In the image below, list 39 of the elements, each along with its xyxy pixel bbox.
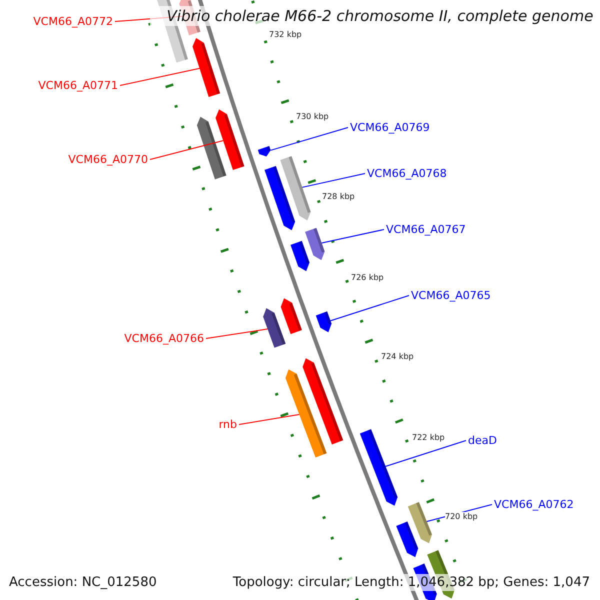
gene-feature — [258, 146, 271, 156]
leader-line — [330, 295, 410, 322]
gene-label: VCM66_A0765 — [411, 289, 491, 302]
scale-label: 722 kbp — [412, 433, 445, 443]
scale-label: 720 kbp — [445, 512, 478, 522]
gene-feature — [305, 228, 325, 260]
leader-line — [206, 328, 268, 339]
leader-line — [385, 440, 466, 467]
gene-feature — [280, 156, 311, 220]
gene-label: rnb — [218, 418, 237, 431]
gene-feature — [285, 369, 327, 458]
genome-info-text: Topology: circular; Length: 1,046,382 bp; Genes: 1,047 — [232, 574, 590, 591]
gene-label: VCM66_A0772 — [33, 15, 113, 28]
gene-feature — [263, 308, 286, 348]
gene-label: VCM66_A0771 — [38, 79, 118, 92]
leader-line — [270, 127, 348, 151]
gene-label: VCM66_A0762 — [494, 498, 574, 511]
leader-line — [150, 140, 224, 160]
gene-label: VCM66_A0768 — [367, 167, 447, 180]
gene-feature — [316, 311, 332, 332]
leader-line — [302, 173, 366, 188]
scale-label: 724 kbp — [381, 352, 414, 362]
gene-label: VCM66_A0769 — [350, 121, 430, 134]
gene-label: VCM66_A0767 — [386, 223, 466, 236]
scale-label: 728 kbp — [322, 192, 355, 202]
gene-feature — [408, 502, 432, 544]
gene-label: VCM66_A0766 — [124, 332, 204, 345]
gene-feature — [216, 109, 244, 170]
leader-line — [238, 414, 300, 425]
gene-feature — [192, 38, 220, 97]
scale-label: 732 kbp — [269, 30, 302, 40]
gene-label: VCM66_A0770 — [68, 153, 148, 166]
leader-line — [120, 68, 200, 86]
accession-text: Accession: NC_012580 — [9, 574, 157, 591]
gene-feature — [360, 429, 398, 506]
scale-label: 730 kbp — [296, 112, 329, 122]
leader-line — [321, 229, 384, 244]
gene-label: deaD — [468, 434, 497, 447]
scale-label: 726 kbp — [351, 273, 384, 283]
